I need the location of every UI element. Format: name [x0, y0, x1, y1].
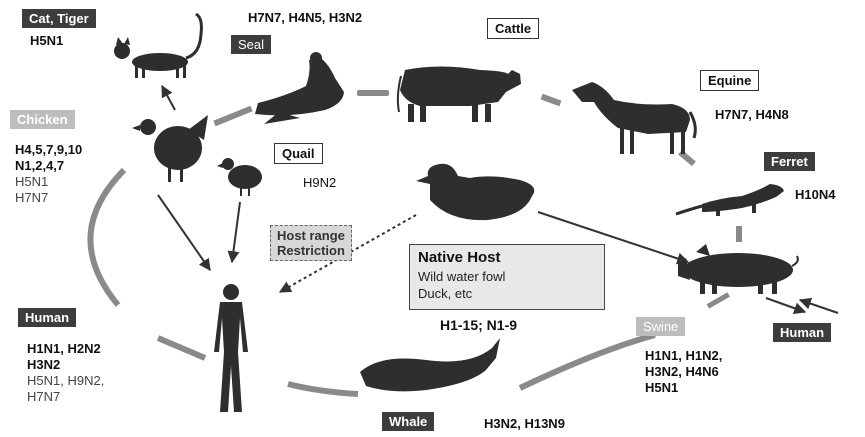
cattle-icon	[398, 67, 521, 123]
whale-subtypes: H3N2, H13N9	[484, 416, 565, 432]
equine-subtypes: H7N7, H4N8	[715, 107, 789, 123]
ferret-label: Ferret	[764, 152, 815, 171]
host-range-restriction: Host range Restriction	[270, 225, 352, 261]
quail-icon	[217, 158, 262, 196]
human-right-label: Human	[773, 323, 831, 342]
native-host-line2: Duck, etc	[418, 286, 472, 301]
pig-icon	[678, 244, 798, 294]
swine-label: Swine	[636, 317, 685, 336]
chicken-label: Chicken	[10, 110, 75, 129]
whale-icon	[360, 338, 500, 391]
whale-label: Whale	[382, 412, 434, 431]
horse-icon	[572, 82, 695, 154]
chicken-subtypes: H4,5,7,9,10 N1,2,4,7 H5N1 H7N7	[15, 142, 82, 206]
human-icon	[214, 284, 248, 412]
native-host-subtypes: H1-15; N1-9	[440, 317, 517, 333]
native-host-line1: Wild water fowl	[418, 269, 505, 284]
human-left-subtypes: H1N1, H2N2 H3N2 H5N1, H9N2, H7N7	[27, 341, 104, 405]
swine-subtypes: H1N1, H1N2, H3N2, H4N6 H5N1	[645, 348, 722, 396]
human-left-label: Human	[18, 308, 76, 327]
quail-subtypes: H9N2	[303, 175, 336, 191]
ferret-icon	[676, 184, 784, 216]
cat-icon	[114, 14, 201, 78]
seal-label: Seal	[231, 35, 271, 54]
equine-label: Equine	[700, 70, 759, 91]
native-host-box: Native Host Wild water fowl Duck, etc	[409, 244, 605, 310]
native-host-title: Native Host	[418, 249, 501, 266]
cat-tiger-label: Cat, Tiger	[22, 9, 96, 28]
seal-icon	[255, 52, 344, 124]
quail-label: Quail	[274, 143, 323, 164]
seal-subtypes: H7N7, H4N5, H3N2	[248, 10, 362, 26]
cat-tiger-subtype: H5N1	[30, 33, 63, 49]
cattle-label: Cattle	[487, 18, 539, 39]
ferret-subtypes: H10N4	[795, 187, 835, 203]
duck-icon	[416, 164, 534, 220]
chicken-icon	[132, 115, 208, 182]
